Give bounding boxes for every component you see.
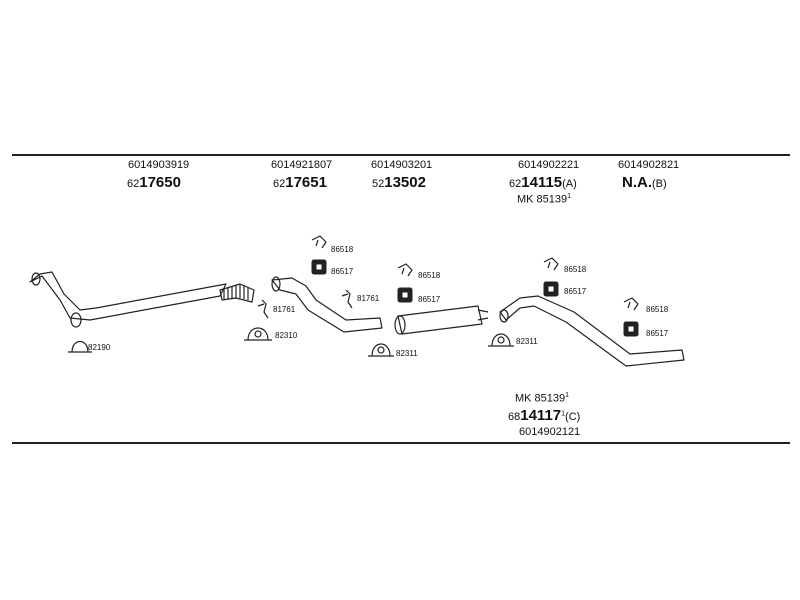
exhaust-pipe-icon — [29, 271, 227, 328]
oe-number-front-pipe: 6014903919 — [128, 159, 190, 171]
part-label-bracket: 86518 — [646, 305, 669, 314]
mounting-kit-footer: MK 851391 — [515, 392, 570, 405]
part-label-rubber-mount: 86517 — [564, 287, 587, 296]
part-label-bracket: 86518 — [564, 265, 587, 274]
part-label-rubber-mount: 86517 — [646, 329, 669, 338]
oe-number-footer: 6014902121 — [519, 426, 581, 438]
part-label-clamp: 82310 — [275, 331, 298, 340]
part-label-clamp: 82190 — [88, 343, 111, 352]
mounting-kit-rear: MK 851391 — [517, 193, 572, 206]
rubber-mount-icon — [311, 259, 327, 275]
oe-number-center-pipe: 6014921807 — [271, 159, 333, 171]
part-number-front-pipe: 6217650 — [127, 174, 181, 191]
oe-number-rear-pipe: 6014902221 — [518, 159, 580, 171]
bracket-icon — [623, 297, 639, 311]
oe-number-tail-pipe: 6014902821 — [618, 159, 680, 171]
part-label-hanger: 81761 — [357, 294, 380, 303]
hanger-icon — [341, 289, 353, 309]
clamp-icon — [488, 333, 514, 347]
part-number-center-pipe: 6217651 — [273, 174, 327, 191]
part-label-clamp: 82311 — [516, 337, 538, 346]
top-divider-line — [12, 154, 790, 156]
part-label-bracket: 86518 — [331, 245, 354, 254]
flex-pipe-icon — [219, 283, 255, 303]
part-label-hanger: 81761 — [273, 305, 296, 314]
bracket-icon — [397, 263, 413, 277]
clamp-icon — [244, 327, 272, 341]
part-label-rubber-mount: 86517 — [331, 267, 354, 276]
part-label-bracket: 86518 — [418, 271, 441, 280]
rubber-mount-icon — [543, 281, 559, 297]
oe-number-silencer: 6014903201 — [371, 159, 433, 171]
hanger-icon — [257, 299, 269, 319]
part-label-rubber-mount: 86517 — [418, 295, 441, 304]
silencer-icon — [394, 305, 489, 335]
exhaust-pipe-icon — [271, 276, 383, 333]
bracket-icon — [311, 235, 327, 249]
part-number-tail-pipe: N.A.(B) — [622, 174, 667, 191]
bottom-divider-line — [12, 442, 790, 444]
clamp-icon — [368, 343, 394, 357]
rubber-mount-icon — [623, 321, 639, 337]
clamp-icon — [68, 340, 92, 353]
part-label-clamp: 82311 — [396, 349, 418, 358]
exhaust-pipe-icon — [499, 295, 685, 367]
bracket-icon — [543, 257, 559, 271]
part-number-footer: 68141171(C) — [508, 407, 581, 424]
part-number-rear-pipe: 6214115(A) — [509, 174, 577, 191]
part-number-silencer: 5213502 — [372, 174, 426, 191]
rubber-mount-icon — [397, 287, 413, 303]
